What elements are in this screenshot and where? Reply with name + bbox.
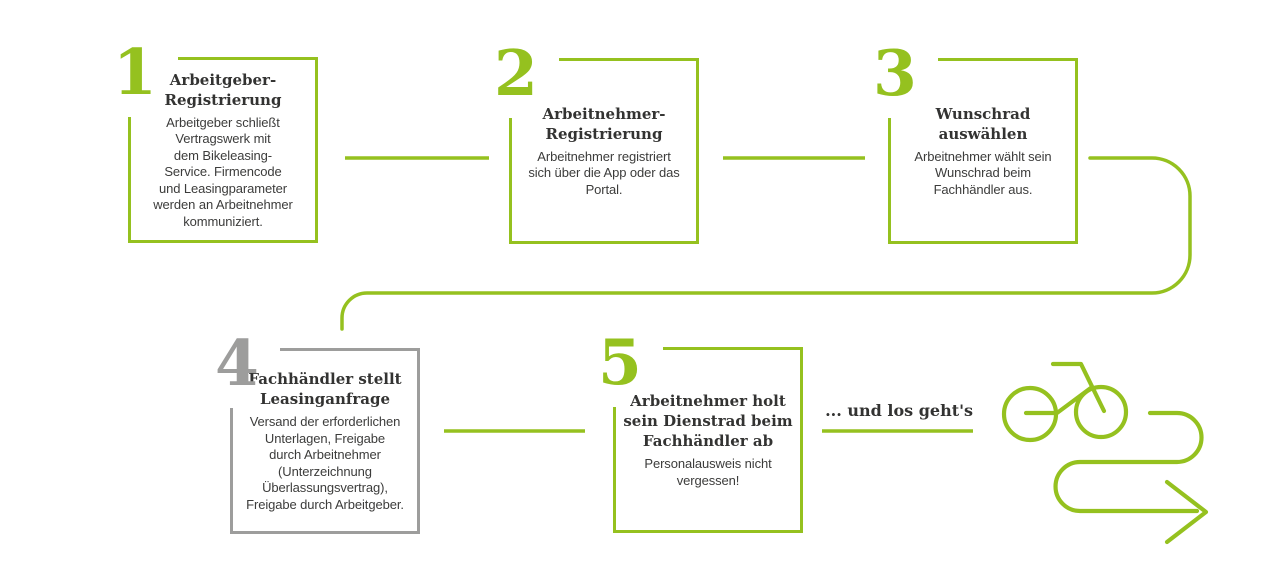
step-2-description: Arbeitnehmer registriert sich über die A… <box>528 148 680 197</box>
step-2-title: Arbeitnehmer- Registrierung <box>542 104 666 143</box>
step-1-number: 1 <box>113 35 157 109</box>
step-4-number: 4 <box>215 326 259 400</box>
outro-label: ... und los geht's <box>825 401 973 420</box>
step-5-description: Personalausweis nicht vergessen! <box>644 456 772 488</box>
step-4-box: 4 Fachhändler stellt Leasinganfrage Vers… <box>215 332 420 534</box>
step-1-box: 1 Arbeitgeber- Registrierung Arbeitgeber… <box>113 41 318 243</box>
bicycle-frame <box>1023 384 1095 416</box>
bicycle-front-wheel <box>1073 384 1129 440</box>
winding-arrow-path <box>1053 410 1204 514</box>
step-3-number: 3 <box>873 36 917 110</box>
arrowhead <box>1164 479 1209 545</box>
step-4-description: Versand der erforderlichen Unterlagen, F… <box>246 414 404 512</box>
step-1-title: Arbeitgeber- Registrierung <box>164 70 282 109</box>
step-2-box: 2 Arbeitnehmer- Registrierung Arbeitnehm… <box>494 42 699 244</box>
step-5-box: 5 Arbeitnehmer holt sein Dienstrad beim … <box>598 331 803 533</box>
bicycle-rear-wheel <box>1001 385 1059 443</box>
step-5-title: Arbeitnehmer holt sein Dienstrad beim Fa… <box>623 392 793 450</box>
step-3-box: 3 Wunschrad auswählen Arbeitnehmer wählt… <box>873 42 1078 244</box>
step-3-description: Arbeitnehmer wählt sein Wunschrad beim F… <box>914 148 1052 197</box>
winding-arrow-icon <box>1053 410 1209 545</box>
step-5-number: 5 <box>598 325 642 399</box>
bicycle-handlebar-fork <box>1050 361 1107 414</box>
step-2-number: 2 <box>494 36 538 110</box>
step-1-description: Arbeitgeber schließt Vertragswerk mit de… <box>153 114 293 229</box>
step-4-title: Fachhändler stellt Leasinganfrage <box>248 370 402 408</box>
step-3-title: Wunschrad auswählen <box>935 104 1031 143</box>
bicycle-icon <box>1001 361 1129 443</box>
